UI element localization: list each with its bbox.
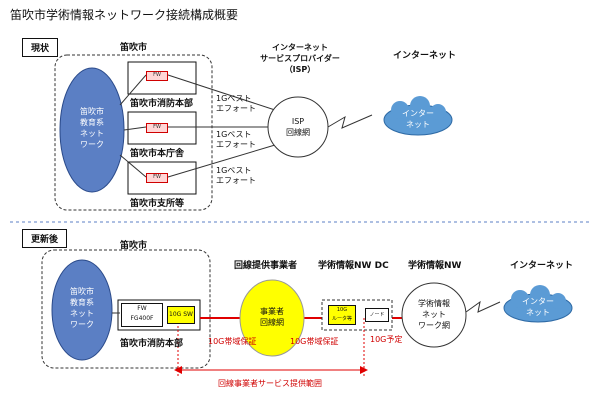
site-label-fire: 笛吹市消防本部 (130, 99, 194, 109)
scope-label: 回線事業者サービス提供範囲 (218, 379, 322, 388)
updated-section-tag: 更新後 (22, 229, 68, 248)
best-effort-label-3: 1Gベストエフォート (216, 166, 256, 185)
link-edu-fire (119, 74, 147, 106)
best-effort-label-1: 1Gベストエフォート (216, 94, 256, 113)
site-label-branch: 笛吹市支所等 (130, 199, 185, 209)
link-edu-branch (119, 154, 147, 178)
updated-internet-header: インターネット (510, 261, 574, 271)
sw-10g-box: 10G SW (167, 306, 195, 324)
current-section-tag: 現状 (22, 38, 59, 57)
sinet-network-label: 学術情報ネットワーク網 (418, 299, 450, 330)
updated-edu-network-label: 笛吹市教育系ネットワーク (70, 287, 94, 329)
updated-site-label: 笛吹市消防本部 (120, 339, 184, 349)
page-title: 笛吹市学術情報ネットワーク接続構成概要 (10, 8, 239, 22)
updated-cloud-label: インターネット (522, 297, 554, 317)
provider-header: 回線提供事業者 (234, 261, 298, 271)
site-label-cityhall: 笛吹市本庁舎 (130, 149, 185, 159)
fw-fire: FW (146, 71, 168, 81)
updated-city-frame (41, 249, 211, 369)
current-city-label: 笛吹市 (120, 43, 148, 53)
node-box: ノード (365, 308, 389, 322)
current-internet-header: インターネット (393, 51, 457, 61)
current-edu-network-label: 笛吹市教育系ネットワーク (80, 107, 104, 149)
fw-branch: FW (146, 173, 168, 183)
updated-city-label: 笛吹市 (120, 241, 148, 251)
sinet-internet-link (465, 300, 501, 313)
best-effort-label-2: 1Gベストエフォート (216, 130, 256, 149)
fw-cityhall: FW (146, 123, 168, 133)
bandwidth-label-3: 10G予定 (370, 335, 403, 344)
current-city-frame (54, 54, 213, 211)
provider-network-label: 事業者回線網 (260, 307, 284, 327)
dc-header: 学術情報NW DC (318, 261, 389, 271)
updated-edu-network-ellipse (51, 259, 113, 361)
bandwidth-label-2: 10G帯域保証 (290, 337, 339, 346)
current-cloud-label: インターネット (402, 109, 434, 129)
isp-header: インターネットサービスプロバイダー（ISP） (260, 43, 340, 74)
link-branch-isp (167, 144, 276, 178)
provider-network-ellipse (239, 279, 305, 357)
isp-internet-link (327, 114, 373, 129)
link-edu-cityhall (123, 126, 147, 131)
link-fire-isp (167, 74, 276, 111)
bandwidth-label-1: 10G帯域保証 (208, 337, 257, 346)
sinet-header: 学術情報NW (408, 261, 462, 271)
sinet-network-circle (401, 282, 467, 348)
